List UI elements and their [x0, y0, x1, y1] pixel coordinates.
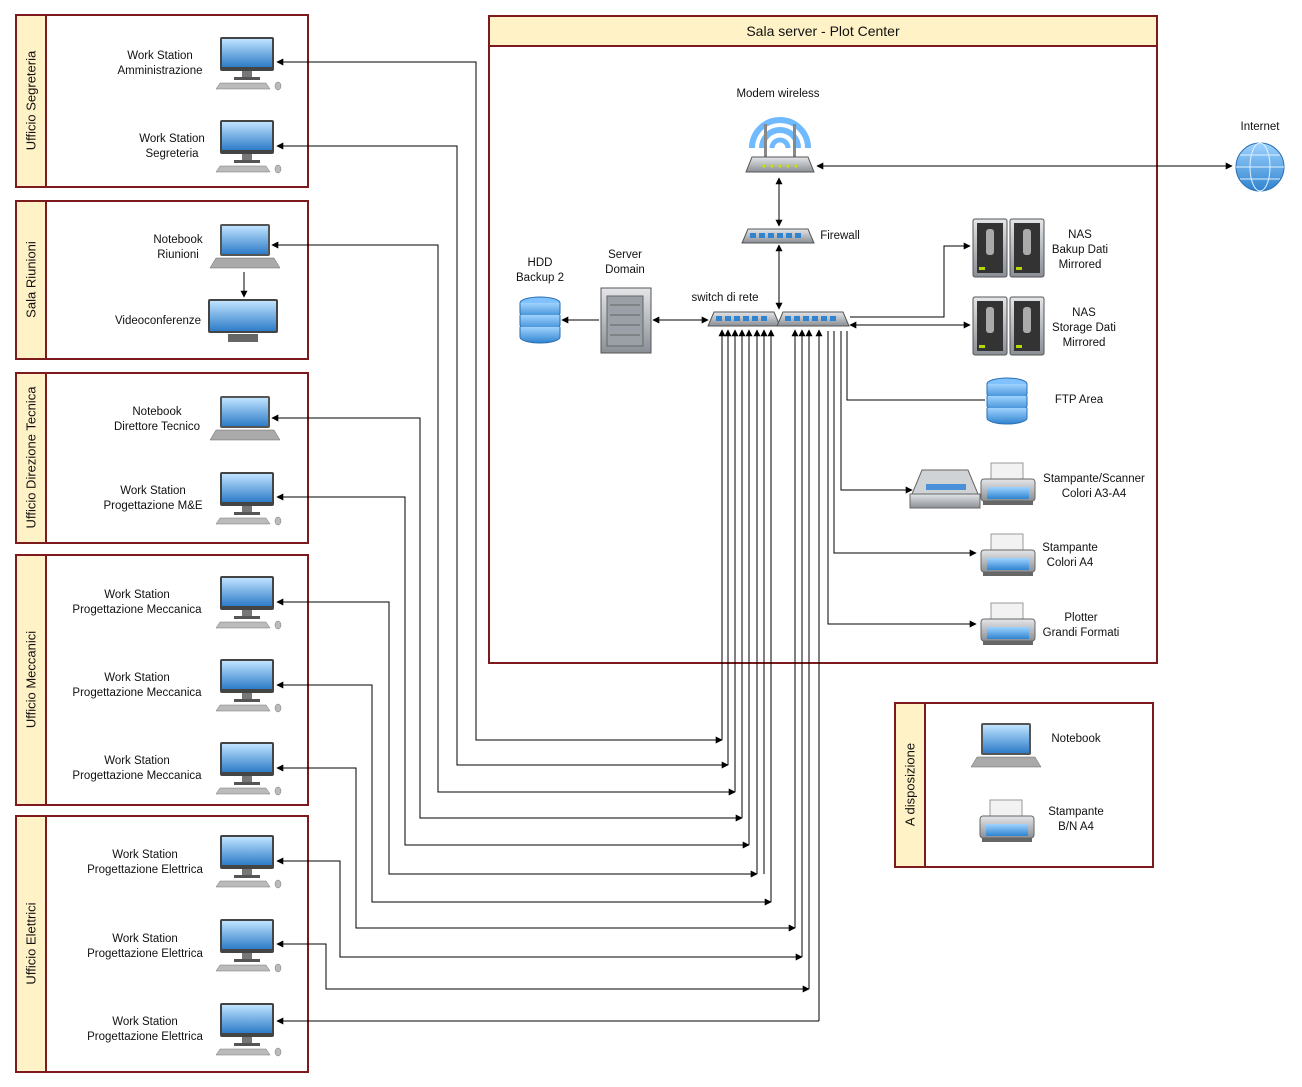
- videoconference-icon: [208, 299, 278, 342]
- internet-label: Internet: [1240, 121, 1280, 133]
- workstation-icon: [215, 918, 282, 973]
- printer-color-label: Stampante Colori A4: [1042, 542, 1098, 569]
- wifi-modem-icon: [745, 117, 815, 173]
- printer-scanner-label: Stampante/Scanner Colori A3-A4: [1043, 473, 1145, 500]
- modem-label: Modem wireless: [736, 88, 820, 100]
- plotter-icon: [980, 602, 1036, 646]
- server-label: Server Domain: [605, 249, 645, 276]
- switch-icon: [776, 311, 850, 327]
- firewall-label: Firewall: [820, 230, 860, 242]
- switch-icon: [707, 311, 781, 327]
- disposizione-box: [924, 702, 1154, 868]
- nas-icon: [972, 296, 1008, 356]
- plotter-label: Plotter Grandi Formati: [1042, 612, 1120, 639]
- riunioni-tab: [15, 200, 47, 360]
- printer-label: Stampante B/N A4: [1048, 806, 1104, 833]
- ws-label: Work Station Progettazione Meccanica: [72, 755, 202, 782]
- hdd-label: HDD Backup 2: [516, 257, 564, 284]
- nas2-label: NAS Storage Dati Mirrored: [1052, 307, 1116, 349]
- workstation-icon: [215, 834, 282, 889]
- direzione-tab: [15, 372, 47, 544]
- videoconf-label: Videoconferenze: [114, 315, 202, 327]
- notebook-label: Notebook Riunioni: [153, 234, 203, 261]
- nas-icon: [1009, 296, 1045, 356]
- server-room-header: [488, 15, 1158, 47]
- internet-globe-icon: [1235, 142, 1285, 192]
- ws-label: Work Station Progettazione M&E: [103, 485, 203, 512]
- server-icon: [600, 287, 652, 354]
- switch-label: switch di rete: [691, 292, 759, 304]
- workstation-icon: [215, 1002, 282, 1057]
- nas1-label: NAS Bakup Dati Mirrored: [1051, 229, 1109, 271]
- ws-label: Work Station Progettazione Elettrica: [87, 1016, 203, 1043]
- workstation-icon: [215, 36, 282, 91]
- ftp-database-icon: [986, 377, 1028, 425]
- ws-label: Work Station Progettazione Elettrica: [87, 933, 203, 960]
- printer-icon: [980, 533, 1036, 577]
- nas-icon: [1009, 218, 1045, 278]
- workstation-icon: [215, 575, 282, 630]
- printer-icon: [980, 462, 1036, 506]
- server-room-title: Sala server - Plot Center: [746, 23, 900, 39]
- workstation-icon: [215, 658, 282, 713]
- firewall-icon: [741, 228, 815, 244]
- ws-label: Work Station Progettazione Meccanica: [72, 589, 202, 616]
- ws-label: Work Station Progettazione Meccanica: [72, 672, 202, 699]
- nas-icon: [972, 218, 1008, 278]
- hdd-database-icon: [519, 296, 561, 344]
- printer-icon: [979, 799, 1035, 843]
- connections: [240, 58, 1233, 1025]
- scanner-icon: [909, 469, 981, 509]
- notebook-icon: [209, 395, 281, 441]
- notebook-label: Notebook Direttore Tecnico: [113, 406, 201, 433]
- ftp-label: FTP Area: [1054, 394, 1104, 406]
- workstation-icon: [215, 471, 282, 526]
- ws-label: Work Station Segreteria: [139, 133, 205, 160]
- workstation-icon: [215, 741, 282, 796]
- notebook-label: Notebook: [1051, 733, 1101, 745]
- ws-label: Work Station Amministrazione: [117, 50, 203, 77]
- ws-label: Work Station Progettazione Elettrica: [87, 849, 203, 876]
- notebook-icon: [970, 722, 1042, 768]
